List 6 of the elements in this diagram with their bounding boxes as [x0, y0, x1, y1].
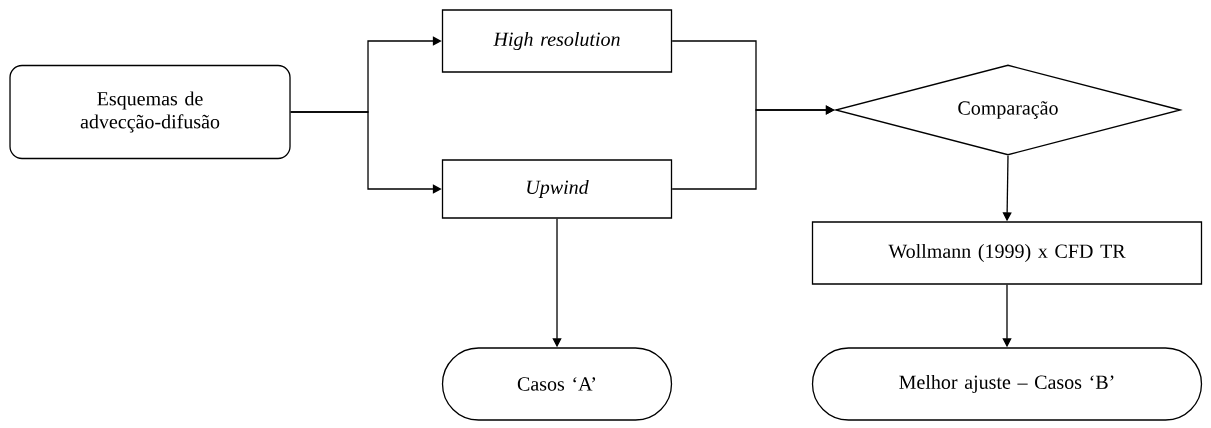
arrow	[290, 111, 442, 194]
arrow	[671, 105, 835, 190]
process-box: Upwind	[441, 159, 673, 219]
start-box: Esquemas de advecção-difusão	[9, 64, 291, 160]
process-box: Wollmann (1999) x CFD TR	[811, 221, 1203, 285]
process-box: High resolution	[441, 9, 673, 73]
